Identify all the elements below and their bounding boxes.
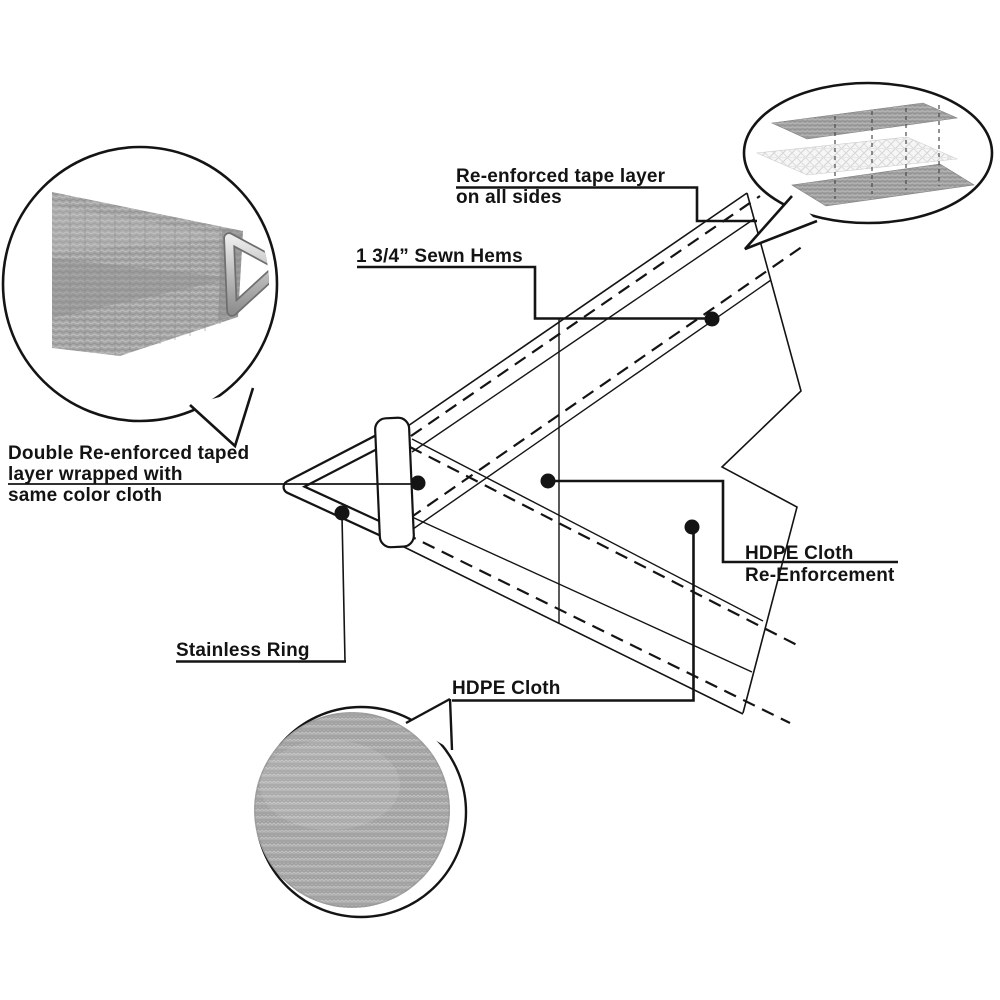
leader-tape-layer bbox=[456, 186, 757, 223]
label-double-taped: Double Re-enforced taped layer wrapped w… bbox=[8, 443, 249, 506]
patch-stitch-dashed-upper bbox=[409, 243, 807, 519]
callout-cloth-swatch bbox=[254, 697, 468, 919]
label-hdpe-reenforcement: HDPE Cloth Re-Enforcement bbox=[745, 543, 895, 587]
dot-sewn-hems bbox=[704, 311, 720, 327]
sail-bottom-hem-inner-line bbox=[411, 516, 753, 673]
label-line: Re-enforced tape layer bbox=[456, 166, 666, 187]
callout-tail-outline bbox=[405, 697, 454, 751]
photo-ring bbox=[225, 234, 269, 315]
tape-layer-middle-mesh bbox=[755, 136, 959, 176]
corner-wrap-bar bbox=[374, 416, 415, 549]
fabric-fold-shadow bbox=[52, 258, 235, 318]
leader-hdpe-cloth bbox=[452, 533, 695, 702]
label-hdpe-cloth: HDPE Cloth bbox=[452, 678, 561, 699]
label-line: HDPE Cloth bbox=[452, 678, 561, 699]
label-line: Re-Enforcement bbox=[745, 565, 895, 586]
leader-sewn-hems bbox=[357, 265, 706, 320]
callout-tail-outline bbox=[744, 195, 818, 251]
tape-layer-top-sheet bbox=[770, 102, 959, 140]
callout-tape-layers bbox=[742, 81, 994, 251]
label-tape-layer: Re-enforced tape layer on all sides bbox=[456, 166, 665, 208]
tape-layer-bottom-sheet bbox=[791, 163, 975, 207]
leader-stainless-ring-vertical bbox=[341, 515, 346, 662]
label-line: 1 3/4” Sewn Hems bbox=[356, 246, 523, 267]
callout-tail-outline bbox=[189, 387, 255, 449]
sail-bottom-edge bbox=[399, 544, 744, 715]
callout-corner-photo bbox=[1, 145, 279, 449]
label-sewn-hems: 1 3/4” Sewn Hems bbox=[356, 246, 523, 267]
cloth-swatch-photo bbox=[254, 712, 450, 908]
cloth-break-zigzag-edge bbox=[720, 192, 802, 714]
sail-top-stitch-dashed bbox=[410, 195, 761, 437]
fabric-highlight bbox=[52, 205, 240, 252]
sail-top-hem-inner-line bbox=[411, 218, 755, 453]
stitch-guide-dashed-lines bbox=[834, 105, 940, 199]
patch-line-lower bbox=[411, 438, 764, 622]
dot-double-taped bbox=[410, 475, 426, 491]
label-line: HDPE Cloth bbox=[745, 543, 854, 564]
dot-stainless-ring bbox=[334, 505, 350, 521]
hdpe-cloth-texture bbox=[254, 712, 450, 908]
leader-hdpe-reenforcement bbox=[551, 479, 898, 564]
label-stainless-ring: Stainless Ring bbox=[176, 640, 310, 661]
sail-corner-schematic bbox=[399, 192, 807, 724]
pointer-dots bbox=[334, 311, 720, 535]
label-line: layer wrapped with bbox=[8, 464, 183, 485]
patch-stitch-dashed-lower bbox=[409, 446, 798, 646]
dot-hdpe-cloth bbox=[684, 519, 700, 535]
callout-tail bbox=[406, 699, 452, 750]
label-line: Stainless Ring bbox=[176, 640, 310, 661]
label-line: on all sides bbox=[456, 187, 562, 208]
callout-tail bbox=[190, 388, 253, 446]
fabric-rib-lines bbox=[69, 196, 221, 354]
label-line: same color cloth bbox=[8, 485, 163, 506]
swatch-sheen bbox=[260, 740, 400, 830]
dot-hdpe-reenforcement bbox=[540, 473, 556, 489]
corner-photo bbox=[52, 192, 269, 356]
triangle-ring-and-wrap bbox=[282, 416, 415, 549]
sail-top-edge bbox=[404, 192, 748, 429]
sail-bottom-stitch-dashed bbox=[403, 532, 791, 724]
label-line: Double Re-enforced taped bbox=[8, 443, 250, 464]
leader-lines bbox=[8, 186, 898, 702]
callout-tail bbox=[745, 196, 817, 249]
